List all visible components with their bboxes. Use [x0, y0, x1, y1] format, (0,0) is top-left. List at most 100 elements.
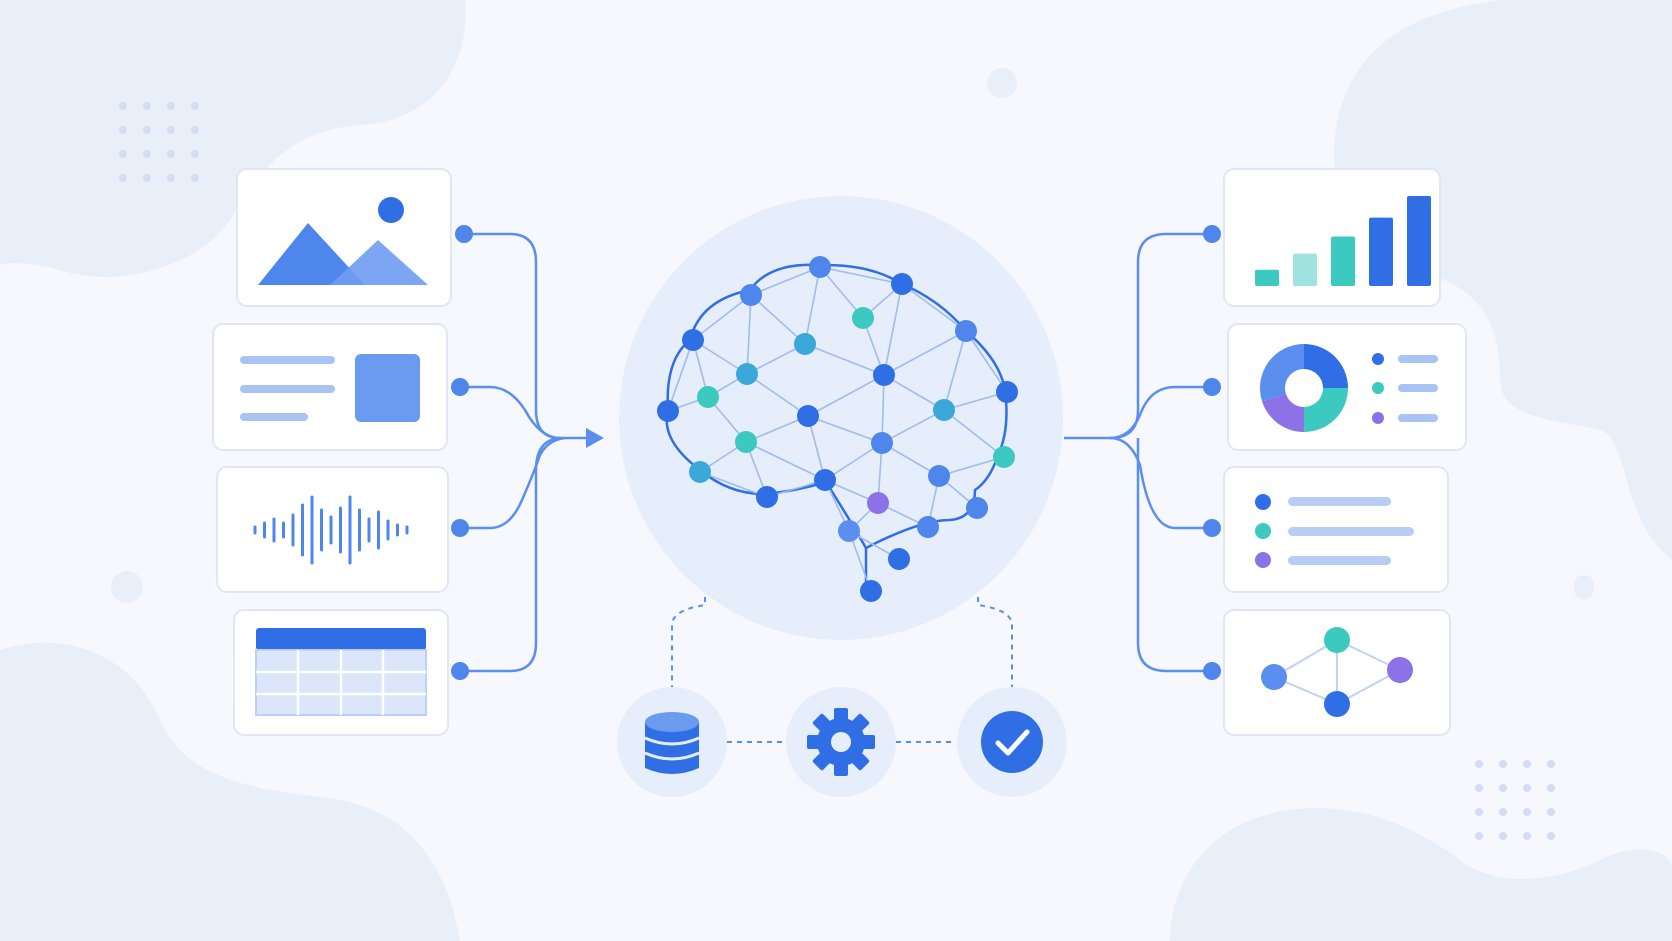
image-input-card[interactable]: [236, 168, 473, 307]
dot-grid-decor: [1475, 760, 1555, 840]
donut-chart-icon: [1260, 344, 1348, 432]
bar: [1407, 196, 1431, 286]
bar: [1293, 253, 1317, 286]
neural-edge: [819, 266, 864, 319]
decor-dot: [111, 571, 143, 603]
neural-node: [955, 320, 977, 342]
document-icon: [240, 354, 420, 422]
grid-dot: [1523, 760, 1531, 768]
connector-line: [464, 232, 590, 440]
ai-core: [619, 196, 1063, 640]
neural-node: [852, 307, 874, 329]
connector-line: [1109, 436, 1212, 530]
donut-legend: [1372, 353, 1438, 424]
donut-chart-output-card[interactable]: [1203, 323, 1467, 451]
neural-brain-icon: [657, 256, 1018, 602]
neural-node: [917, 516, 939, 538]
neural-node: [809, 256, 831, 278]
validate-step[interactable]: [957, 687, 1067, 797]
neural-node: [689, 461, 711, 483]
grid-dot: [1475, 760, 1483, 768]
blob-top-left: [0, 0, 466, 277]
connector-port: [451, 519, 469, 537]
grid-dot: [191, 174, 199, 182]
neural-node: [966, 497, 988, 519]
neural-edge: [804, 343, 885, 376]
graph-output-card[interactable]: [1203, 609, 1451, 736]
grid-dot: [1475, 808, 1483, 816]
connector-port: [1203, 378, 1221, 396]
neural-edge: [745, 441, 826, 481]
neural-edge: [699, 471, 768, 498]
neural-edge: [745, 415, 809, 443]
grid-dot: [1547, 832, 1555, 840]
grid-dot: [143, 150, 151, 158]
neural-node: [871, 432, 893, 454]
neural-node: [873, 364, 895, 386]
image-icon: [258, 197, 428, 285]
grid-dot: [1475, 832, 1483, 840]
connector-line: [460, 436, 566, 530]
grid-dot: [1547, 808, 1555, 816]
donut-segment: [1304, 344, 1348, 388]
neural-node: [697, 386, 719, 408]
neural-node: [797, 405, 819, 427]
grid-dot: [143, 174, 151, 182]
grid-dot: [143, 126, 151, 134]
grid-dot: [1475, 784, 1483, 792]
audio-input-card[interactable]: [216, 466, 469, 593]
database-icon: [644, 712, 700, 774]
neural-node: [928, 465, 950, 487]
neural-node: [814, 469, 836, 491]
grid-dot: [1523, 784, 1531, 792]
neural-node: [736, 363, 758, 385]
connector-port: [455, 225, 473, 243]
grid-dot: [167, 102, 175, 110]
neural-node: [756, 486, 778, 508]
neural-edge: [692, 294, 752, 341]
neural-edge: [881, 409, 945, 444]
grid-dot: [1547, 784, 1555, 792]
blob-bottom-right: [1170, 808, 1672, 941]
grid-dot: [143, 102, 151, 110]
gear-hole: [831, 732, 851, 752]
check-circle-icon: [981, 711, 1043, 773]
neural-edge: [824, 442, 883, 481]
neural-node: [867, 492, 889, 514]
document-input-card[interactable]: [212, 323, 469, 451]
grid-dot: [191, 126, 199, 134]
neural-edge: [750, 294, 806, 345]
bar-chart-output-card[interactable]: [1203, 168, 1441, 307]
neural-node: [993, 446, 1015, 468]
neural-edge: [883, 283, 903, 376]
connector-port: [1203, 662, 1221, 680]
bar: [1331, 236, 1355, 286]
pipeline-link: [977, 597, 1013, 690]
grid-dot: [1499, 760, 1507, 768]
neural-node: [996, 381, 1018, 403]
process-step[interactable]: [786, 687, 896, 797]
neural-edge: [804, 266, 821, 345]
bar: [1255, 269, 1279, 286]
grid-dot: [191, 150, 199, 158]
graph-network-icon: [1261, 627, 1413, 717]
list-output-card[interactable]: [1203, 466, 1449, 593]
blob-top-right: [1333, 0, 1672, 560]
connector-port: [451, 378, 469, 396]
data-step[interactable]: [617, 687, 727, 797]
neural-edge: [807, 415, 883, 444]
table-input-card[interactable]: [233, 609, 469, 736]
neural-edge: [883, 374, 945, 411]
neural-edge: [938, 456, 1005, 477]
bar: [1369, 217, 1393, 286]
output-cards: [1203, 168, 1467, 736]
neural-edge: [943, 330, 967, 411]
dot-grid-decor: [119, 102, 199, 182]
core-circle: [619, 196, 1063, 640]
neural-edge: [819, 266, 903, 285]
neural-edge: [943, 409, 1005, 458]
neural-edge: [883, 330, 967, 376]
neural-edge: [807, 415, 826, 481]
